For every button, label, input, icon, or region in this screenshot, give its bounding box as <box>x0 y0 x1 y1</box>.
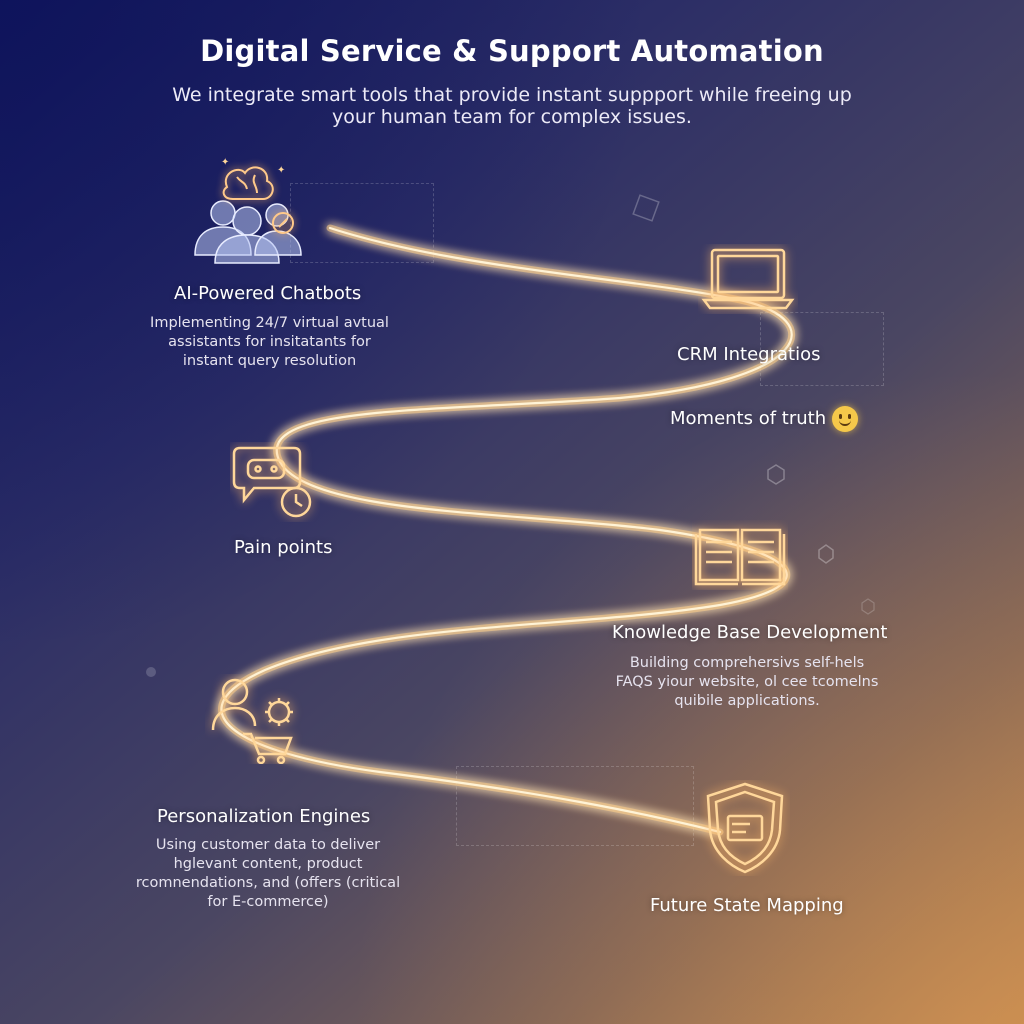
knowledge-label: Knowledge Base Development <box>612 622 888 643</box>
chatbots-desc: Implementing 24/7 virtual avtual assista… <box>150 315 389 369</box>
decor-hexagon <box>767 464 785 485</box>
laptop-icon <box>701 248 795 310</box>
crm-label: CRM Integratios <box>677 344 821 365</box>
personalization-label: Personalization Engines <box>157 806 371 827</box>
user-gear-cart-icon <box>211 678 293 764</box>
decor-diamond <box>632 194 660 222</box>
page-subtitle: We integrate smart tools that provide in… <box>172 84 852 128</box>
moments-label: Moments of truth <box>670 408 827 429</box>
moments-label-row: Moments of truth <box>670 406 859 432</box>
pain-label: Pain points <box>234 537 333 558</box>
page-title: Digital Service & Support Automation <box>200 34 824 68</box>
brain-team-icon: ✦ ✦ <box>194 157 302 264</box>
knowledge-desc: Building comprehersivs self-hels FAQS yi… <box>615 655 879 709</box>
chatbots-label: AI-Powered Chatbots <box>174 283 362 304</box>
svg-text:✦: ✦ <box>277 165 285 176</box>
future-label: Future State Mapping <box>650 895 844 916</box>
path-core <box>220 226 793 834</box>
open-book-icon <box>694 528 786 586</box>
shield-icon <box>706 782 784 874</box>
svg-text:✦: ✦ <box>221 157 229 168</box>
decor-dot <box>146 667 156 677</box>
chat-bot-clock-icon <box>232 446 312 518</box>
smiley-icon <box>832 406 859 432</box>
personalization-desc: Using customer data to deliver hglevant … <box>135 837 401 910</box>
decor-hexagon <box>818 544 834 564</box>
decor-hexagon <box>861 598 875 615</box>
